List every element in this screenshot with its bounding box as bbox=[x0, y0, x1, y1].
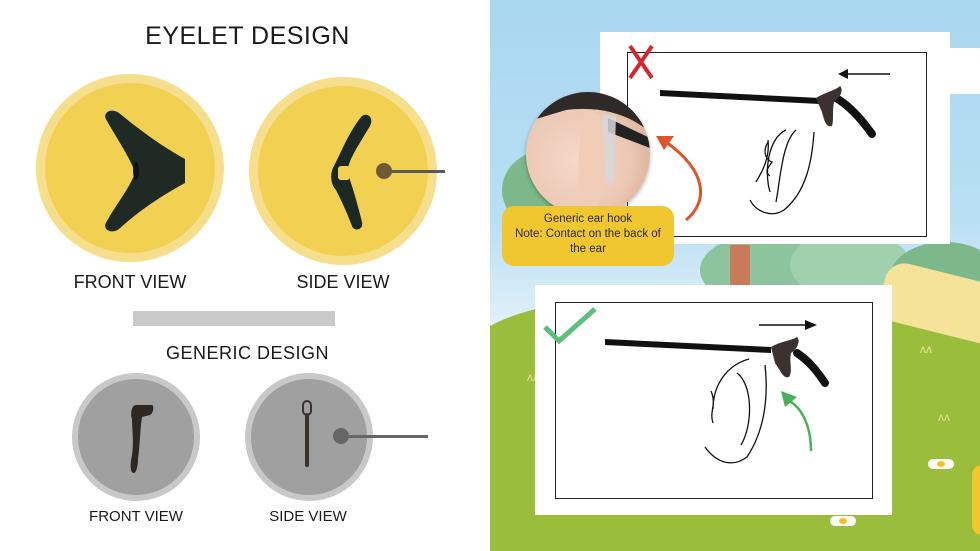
grass-tuft: ᴧᴧ bbox=[920, 342, 932, 356]
eyelet-side-label: SIDE VIEW bbox=[296, 272, 390, 292]
correct-example-frame bbox=[555, 302, 873, 499]
generic-front-disc bbox=[78, 379, 194, 495]
wrong-example-illustration bbox=[628, 44, 890, 222]
eyelet-leader-line bbox=[390, 170, 445, 173]
generic-design-title: GENERIC DESIGN bbox=[165, 343, 330, 363]
eyelet-front-piece-icon bbox=[105, 110, 185, 232]
next-card-edge bbox=[972, 465, 980, 535]
eyelet-leader-dot bbox=[376, 163, 392, 179]
generic-leader-dot bbox=[333, 428, 349, 444]
flower bbox=[830, 516, 856, 526]
ear-hook-note: Generic ear hook Note: Contact on the ba… bbox=[502, 206, 674, 266]
eyelet-front-disc bbox=[45, 83, 215, 253]
generic-side-piece-icon bbox=[302, 400, 312, 467]
correct-example-card bbox=[535, 285, 892, 515]
check-icon bbox=[543, 307, 597, 345]
generic-leader-line bbox=[345, 435, 428, 438]
eyelet-front-label: FRONT VIEW bbox=[73, 272, 187, 292]
right-panel-scene: ᴧᴧ ᴧᴧ ᴧᴧ Generic ear hook Note: Contac bbox=[490, 0, 980, 551]
cross-icon bbox=[628, 44, 654, 80]
note-line-1: Generic ear hook bbox=[543, 213, 633, 225]
ear-hook-photo bbox=[526, 92, 650, 216]
wrong-example-card bbox=[600, 32, 950, 244]
generic-front-label: FRONT VIEW bbox=[89, 508, 183, 525]
correct-example-illustration bbox=[543, 307, 829, 464]
generic-front-piece-icon bbox=[130, 405, 154, 473]
flower bbox=[928, 459, 954, 469]
left-panel: EYELET DESIGN FRONT VIEW SIDE VIEW GENER… bbox=[45, 22, 445, 525]
ear-photo-illustration bbox=[526, 92, 650, 212]
note-line-2: Note: Contact on the back of bbox=[515, 228, 661, 240]
grass-tuft: ᴧᴧ bbox=[938, 410, 950, 424]
note-line-3: the ear bbox=[570, 243, 606, 255]
section-divider bbox=[133, 311, 335, 326]
eyelet-design-title: EYELET DESIGN bbox=[145, 22, 350, 50]
eyelet-side-piece-icon bbox=[331, 114, 372, 230]
tree-trunk bbox=[730, 245, 750, 285]
generic-side-label: SIDE VIEW bbox=[269, 508, 347, 525]
